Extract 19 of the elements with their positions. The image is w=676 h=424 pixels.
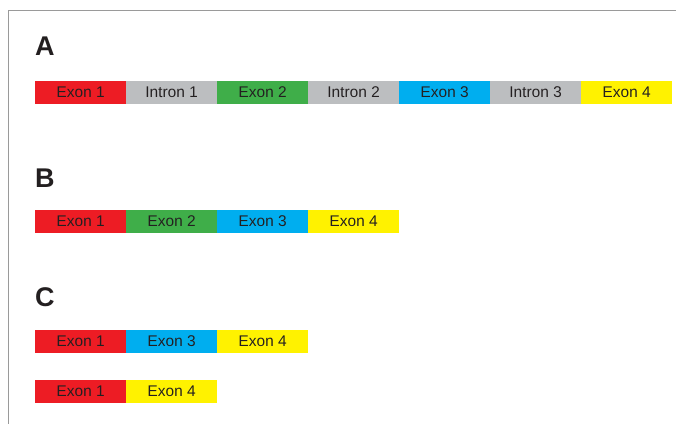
exon-segment: Exon 1 bbox=[35, 81, 126, 104]
exon-segment: Exon 2 bbox=[217, 81, 308, 104]
exon-segment: Exon 4 bbox=[126, 380, 217, 403]
intron-segment: Intron 2 bbox=[308, 81, 399, 104]
exon-segment: Exon 1 bbox=[35, 210, 126, 233]
panel-letter: C bbox=[35, 282, 54, 312]
intron-segment: Intron 3 bbox=[490, 81, 581, 104]
exon-segment: Exon 4 bbox=[308, 210, 399, 233]
exon-segment: Exon 1 bbox=[35, 330, 126, 353]
exon-segment: Exon 3 bbox=[217, 210, 308, 233]
intron-segment: Intron 1 bbox=[126, 81, 217, 104]
exon-segment: Exon 2 bbox=[126, 210, 217, 233]
exon-segment: Exon 3 bbox=[126, 330, 217, 353]
panel-letter: B bbox=[35, 163, 54, 193]
exon-segment: Exon 4 bbox=[217, 330, 308, 353]
exon-segment: Exon 4 bbox=[581, 81, 672, 104]
exon-segment: Exon 3 bbox=[399, 81, 490, 104]
exon-segment: Exon 1 bbox=[35, 380, 126, 403]
panel-letter: A bbox=[35, 31, 54, 61]
